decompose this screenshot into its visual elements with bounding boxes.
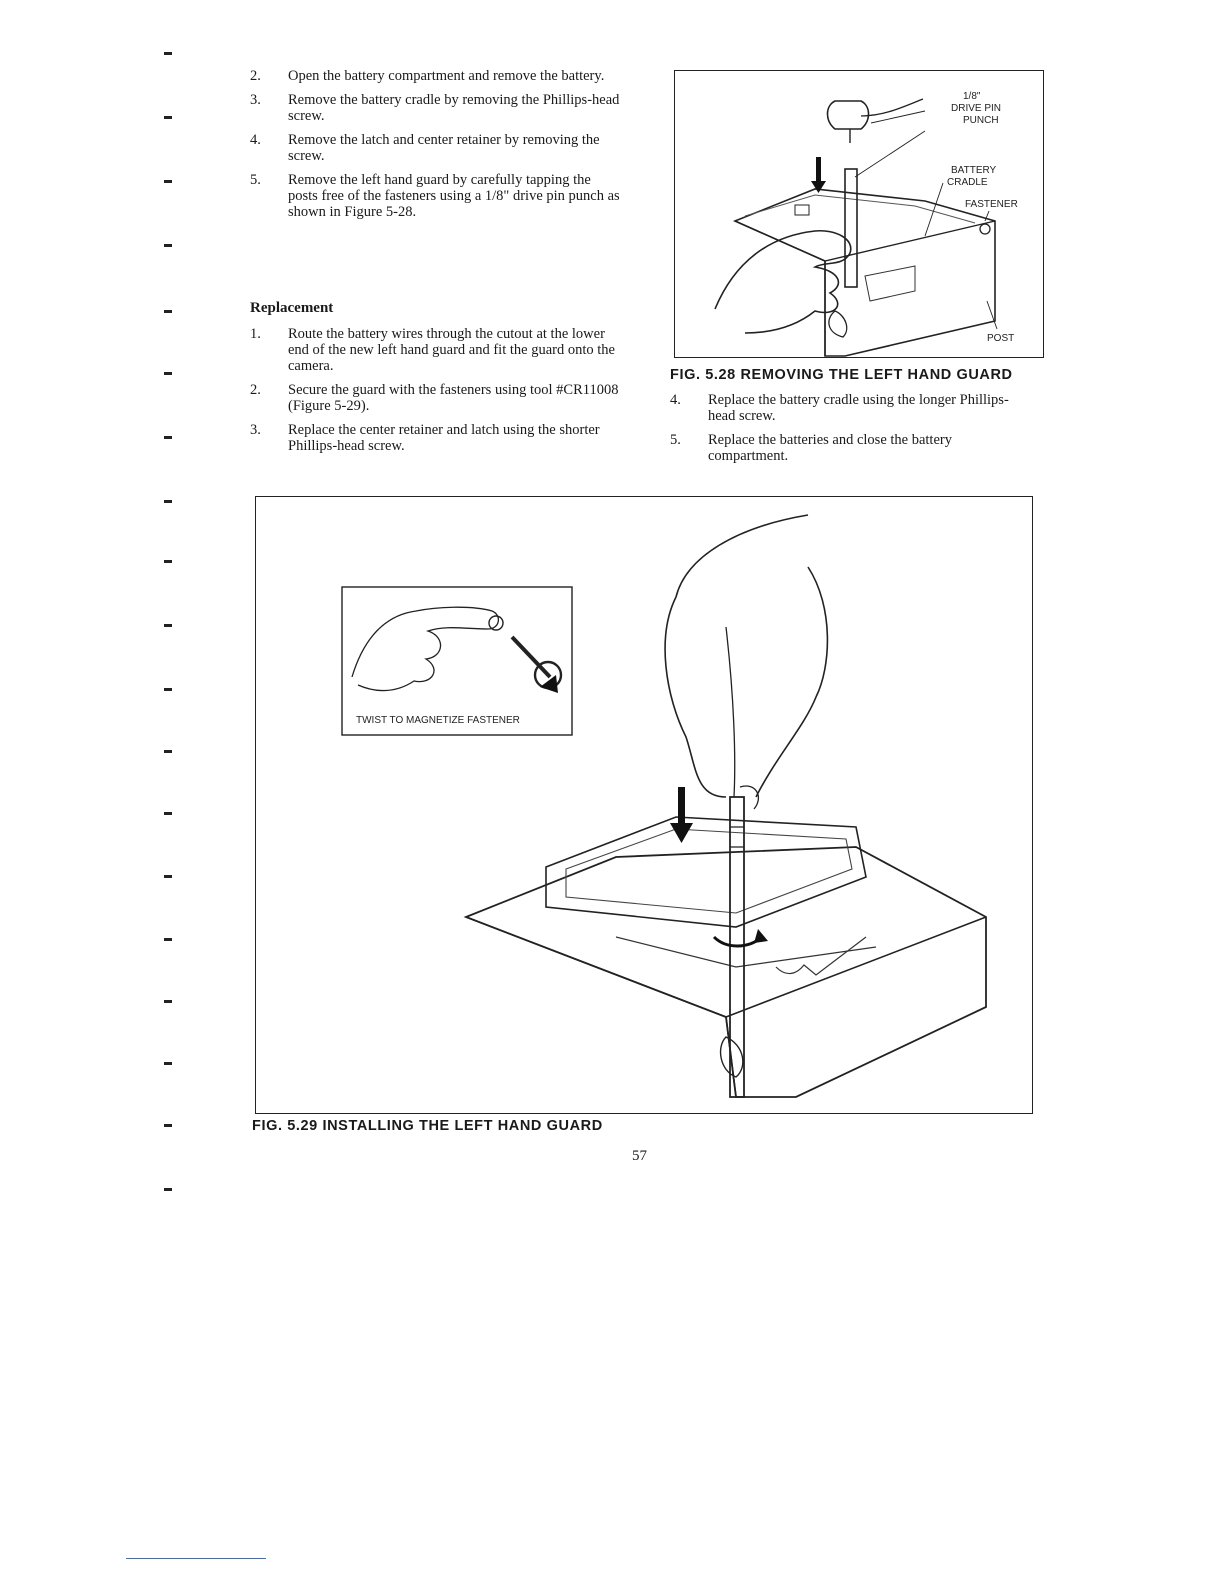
step-number: 2. (250, 382, 261, 398)
margin-tick (164, 52, 172, 55)
step-text: Remove the left hand guard by carefully … (288, 172, 620, 220)
step-item: 4. Replace the battery cradle using the l… (670, 392, 1025, 424)
margin-tick (164, 116, 172, 119)
figure-5-28: 1/8" DRIVE PIN PUNCH BATTERY CRADLE FAST… (674, 70, 1044, 358)
margin-tick (164, 560, 172, 563)
label-punch-2: DRIVE PIN (951, 103, 1001, 114)
step-number: 3. (250, 92, 261, 108)
step-item: 5. Replace the batteries and close the ba… (670, 432, 1025, 464)
margin-tick (164, 310, 172, 313)
removal-steps: 2. Open the battery compartment and remov… (250, 68, 620, 228)
removing-guard-illustration: 1/8" DRIVE PIN PUNCH BATTERY CRADLE FAST… (714, 91, 1018, 357)
margin-tick (164, 1188, 172, 1191)
step-item: 2. Open the battery compartment and remov… (250, 68, 620, 84)
step-item: 1. Route the battery wires through the cu… (250, 326, 620, 374)
margin-tick (164, 750, 172, 753)
step-number: 4. (670, 392, 681, 408)
margin-tick (164, 875, 172, 878)
margin-tick (164, 244, 172, 247)
margin-tick (164, 1062, 172, 1065)
step-text: Open the battery compartment and remove … (288, 68, 605, 84)
installing-guard-illustration: TWIST TO MAGNETIZE FASTENER (341, 514, 987, 1098)
step-text: Remove the battery cradle by removing th… (288, 92, 620, 124)
margin-tick (164, 436, 172, 439)
step-text: Remove the latch and center retainer by … (288, 132, 600, 164)
step-number: 5. (670, 432, 681, 448)
replacement-steps: 1. Route the battery wires through the cu… (250, 326, 620, 462)
step-item: 3. Remove the battery cradle by removing … (250, 92, 620, 124)
step-text: Replace the center retainer and latch us… (288, 422, 600, 454)
margin-ticks (160, 0, 180, 1584)
step-text: Secure the guard with the fasteners usin… (288, 382, 619, 414)
step-number: 3. (250, 422, 261, 438)
step-number: 4. (250, 132, 261, 148)
replacement-heading: Replacement (250, 300, 334, 316)
step-number: 2. (250, 68, 261, 84)
step-text: Replace the battery cradle using the lon… (708, 392, 1009, 424)
label-cradle-2: CRADLE (947, 177, 988, 188)
step-item: 5. Remove the left hand guard by carefull… (250, 172, 620, 220)
figure-5-29-caption: FIG. 5.29 INSTALLING THE LEFT HAND GUARD (252, 1118, 603, 1134)
step-number: 1. (250, 326, 261, 342)
label-post: POST (987, 333, 1014, 344)
figure-5-29: TWIST TO MAGNETIZE FASTENER (255, 496, 1033, 1114)
step-text: Route the battery wires through the cuto… (288, 326, 615, 374)
label-punch-1: 1/8" (963, 91, 981, 102)
label-fastener: FASTENER (965, 199, 1018, 210)
step-text: Replace the batteries and close the batt… (708, 432, 952, 464)
right-column-steps: 4. Replace the battery cradle using the l… (670, 392, 1025, 472)
margin-tick (164, 688, 172, 691)
margin-tick (164, 500, 172, 503)
margin-tick (164, 624, 172, 627)
figure-5-28-caption: FIG. 5.28 REMOVING THE LEFT HAND GUARD (670, 367, 1013, 383)
margin-tick (164, 812, 172, 815)
step-item: 3. Replace the center retainer and latch … (250, 422, 620, 454)
label-cradle-1: BATTERY (951, 165, 997, 176)
footer-rule (126, 1558, 266, 1559)
label-punch-3: PUNCH (963, 115, 999, 126)
page-number: 57 (632, 1148, 647, 1164)
margin-tick (164, 372, 172, 375)
inset-label: TWIST TO MAGNETIZE FASTENER (356, 715, 520, 726)
margin-tick (164, 1000, 172, 1003)
step-number: 5. (250, 172, 261, 188)
step-item: 4. Remove the latch and center retainer b… (250, 132, 620, 164)
margin-tick (164, 180, 172, 183)
step-item: 2. Secure the guard with the fasteners us… (250, 382, 620, 414)
margin-tick (164, 1124, 172, 1127)
margin-tick (164, 938, 172, 941)
